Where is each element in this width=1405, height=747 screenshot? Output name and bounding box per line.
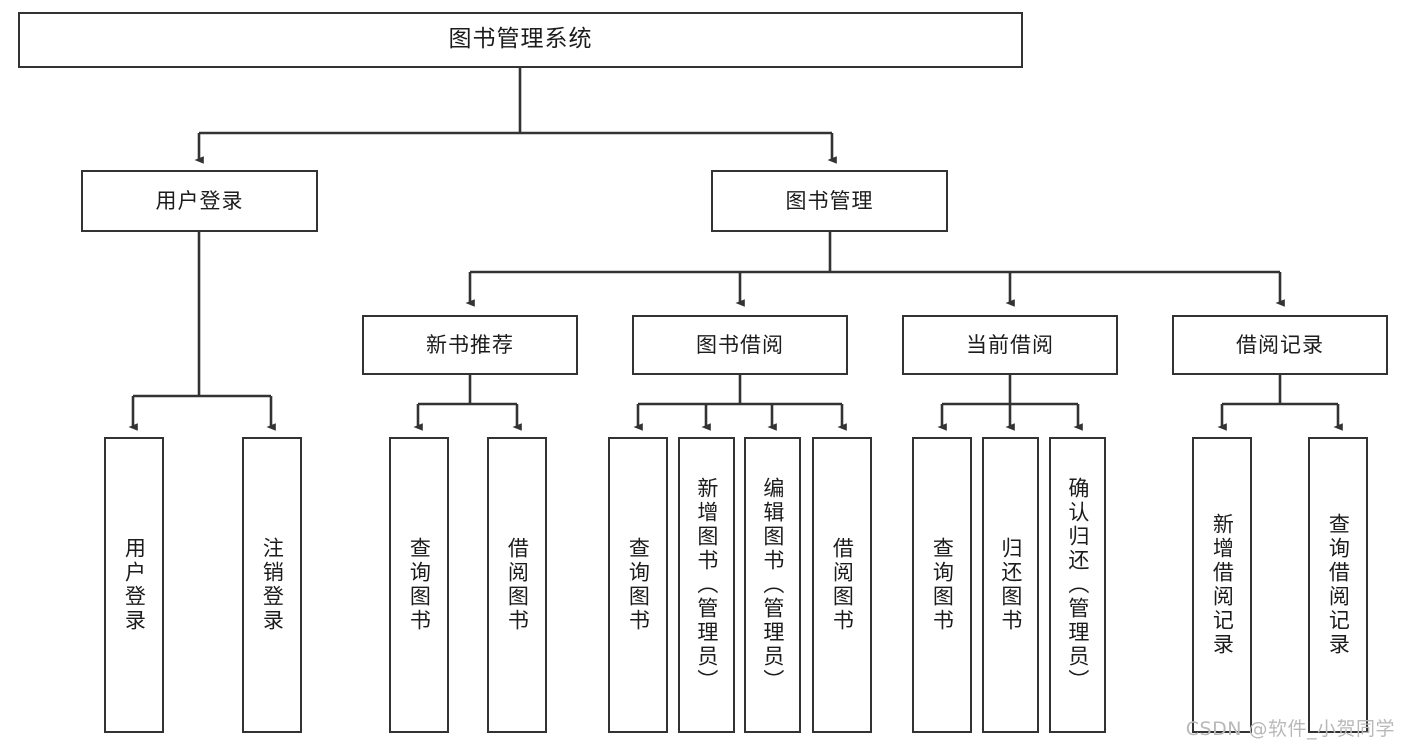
node-borrow-record[interactable]: 借阅记录 xyxy=(1172,315,1388,375)
node-borrow-record-label: 借阅记录 xyxy=(1236,332,1324,357)
node-new-book-recommend[interactable]: 新书推荐 xyxy=(362,315,578,375)
node-leaf-confirm-return-label: 确认归还（管理员） xyxy=(1065,477,1090,693)
node-leaf-logout-label: 注销登录 xyxy=(260,537,285,633)
node-book-borrow-label: 图书借阅 xyxy=(696,332,784,357)
node-leaf-return-book-label: 归还图书 xyxy=(998,537,1023,633)
node-leaf-query-book-2[interactable]: 查询图书 xyxy=(608,437,668,733)
node-book-manage-label: 图书管理 xyxy=(785,188,874,213)
node-leaf-borrow-book-1-label: 借阅图书 xyxy=(505,537,530,633)
node-leaf-edit-book-label: 编辑图书（管理员） xyxy=(760,477,785,693)
node-leaf-user-login[interactable]: 用户登录 xyxy=(104,437,164,733)
node-leaf-add-book-label: 新增图书（管理员） xyxy=(694,477,719,693)
node-leaf-add-record[interactable]: 新增借阅记录 xyxy=(1192,437,1252,733)
node-user-login-label: 用户登录 xyxy=(155,188,244,213)
node-new-book-recommend-label: 新书推荐 xyxy=(426,332,514,357)
node-root-label: 图书管理系统 xyxy=(448,26,593,53)
node-leaf-borrow-book-2[interactable]: 借阅图书 xyxy=(812,437,872,733)
node-current-borrow[interactable]: 当前借阅 xyxy=(902,315,1118,375)
node-leaf-logout[interactable]: 注销登录 xyxy=(242,437,302,733)
node-leaf-user-login-label: 用户登录 xyxy=(122,537,147,633)
csdn-watermark: CSDN @软件_小贺同学 xyxy=(1185,718,1395,740)
node-leaf-borrow-book-1[interactable]: 借阅图书 xyxy=(487,437,547,733)
node-leaf-add-record-label: 新增借阅记录 xyxy=(1210,513,1235,657)
node-book-manage[interactable]: 图书管理 xyxy=(711,170,948,232)
node-root[interactable]: 图书管理系统 xyxy=(18,12,1023,68)
node-book-borrow[interactable]: 图书借阅 xyxy=(632,315,848,375)
node-leaf-query-book-3-label: 查询图书 xyxy=(930,537,955,633)
node-leaf-query-book-1-label: 查询图书 xyxy=(407,537,432,633)
node-leaf-query-record-label: 查询借阅记录 xyxy=(1326,513,1351,657)
node-user-login[interactable]: 用户登录 xyxy=(81,170,318,232)
node-leaf-edit-book[interactable]: 编辑图书（管理员） xyxy=(744,437,801,733)
node-leaf-borrow-book-2-label: 借阅图书 xyxy=(830,537,855,633)
node-leaf-query-book-2-label: 查询图书 xyxy=(626,537,651,633)
node-current-borrow-label: 当前借阅 xyxy=(966,332,1054,357)
node-leaf-add-book[interactable]: 新增图书（管理员） xyxy=(678,437,735,733)
node-leaf-query-book-1[interactable]: 查询图书 xyxy=(389,437,449,733)
node-leaf-confirm-return[interactable]: 确认归还（管理员） xyxy=(1049,437,1106,733)
node-leaf-return-book[interactable]: 归还图书 xyxy=(982,437,1039,733)
node-leaf-query-book-3[interactable]: 查询图书 xyxy=(912,437,972,733)
node-leaf-query-record[interactable]: 查询借阅记录 xyxy=(1308,437,1368,733)
